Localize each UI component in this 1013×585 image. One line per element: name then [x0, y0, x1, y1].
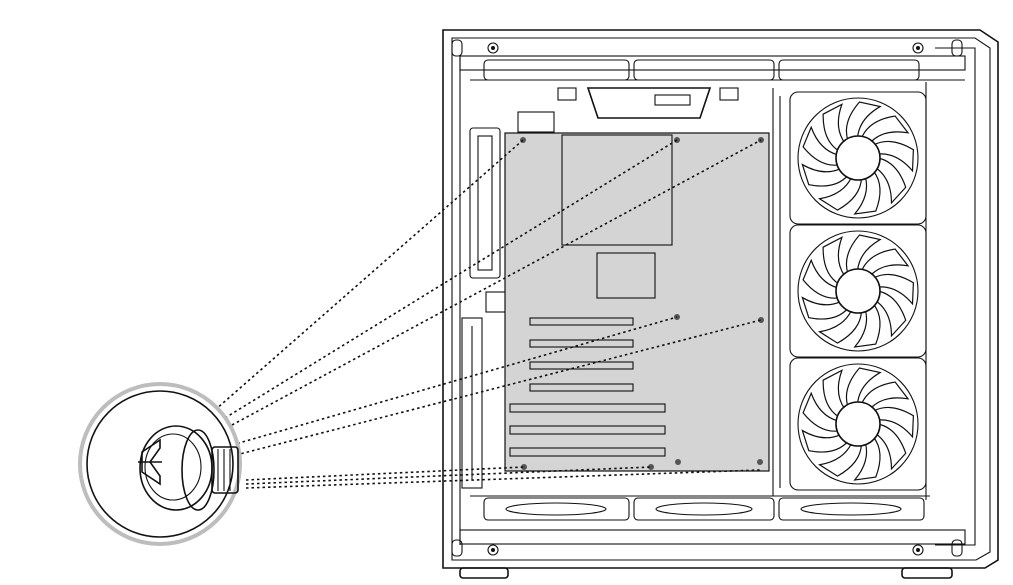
top-rail	[459, 55, 966, 71]
standoff-callout	[78, 382, 242, 546]
fan-blade	[817, 309, 863, 344]
fan-blade	[822, 369, 846, 418]
fan-blade	[853, 436, 881, 481]
fan-blade	[817, 176, 863, 211]
cpu-socket-area	[561, 134, 673, 246]
fan-blade	[817, 442, 863, 477]
top-fans	[483, 59, 920, 81]
fan-blade	[845, 367, 882, 408]
fan-blade	[860, 115, 910, 144]
fan-blade	[874, 290, 907, 338]
fan-blade	[874, 423, 907, 471]
fan-hub	[835, 401, 881, 447]
fan-icon	[789, 224, 927, 358]
standoff-holes	[520, 137, 764, 470]
bottom-rail	[459, 529, 966, 545]
fan-icon	[789, 91, 927, 225]
fan-blade	[801, 429, 849, 453]
fan-hub	[835, 268, 881, 314]
fan-blade	[802, 125, 840, 166]
fan-blade	[860, 381, 910, 410]
pcie-slots	[509, 317, 666, 457]
front-fans	[789, 91, 927, 491]
fan-blade	[860, 248, 910, 277]
motherboard	[504, 132, 770, 472]
case-foot-right	[901, 567, 953, 579]
fan-blade	[845, 101, 882, 142]
case-foot-left	[459, 567, 509, 579]
case-corner-screws	[451, 39, 963, 557]
fan-blade	[801, 296, 849, 320]
case-outer-frame	[442, 29, 999, 569]
fan-blade	[801, 163, 849, 187]
fan-hub	[835, 135, 881, 181]
rear-io-region	[461, 127, 509, 489]
fan-icon	[789, 357, 927, 491]
motherboard-board	[504, 132, 770, 472]
fan-blade	[845, 234, 882, 275]
fan-blade	[822, 103, 846, 152]
fan-blade	[874, 157, 907, 205]
fan-blade	[822, 236, 846, 285]
case-window-edge	[451, 37, 991, 561]
fan-blade	[802, 391, 840, 432]
bottom-fans	[483, 497, 925, 521]
fan-blade	[872, 273, 915, 306]
fan-blade	[853, 303, 881, 348]
fan-blade	[872, 140, 915, 173]
chipset	[596, 252, 656, 299]
fan-blade	[853, 170, 881, 215]
leader-lines	[159, 139, 762, 489]
fan-blade	[802, 258, 840, 299]
top-bracket	[586, 87, 712, 119]
fan-blade	[872, 406, 915, 439]
standoff-screw-icon	[138, 425, 239, 511]
